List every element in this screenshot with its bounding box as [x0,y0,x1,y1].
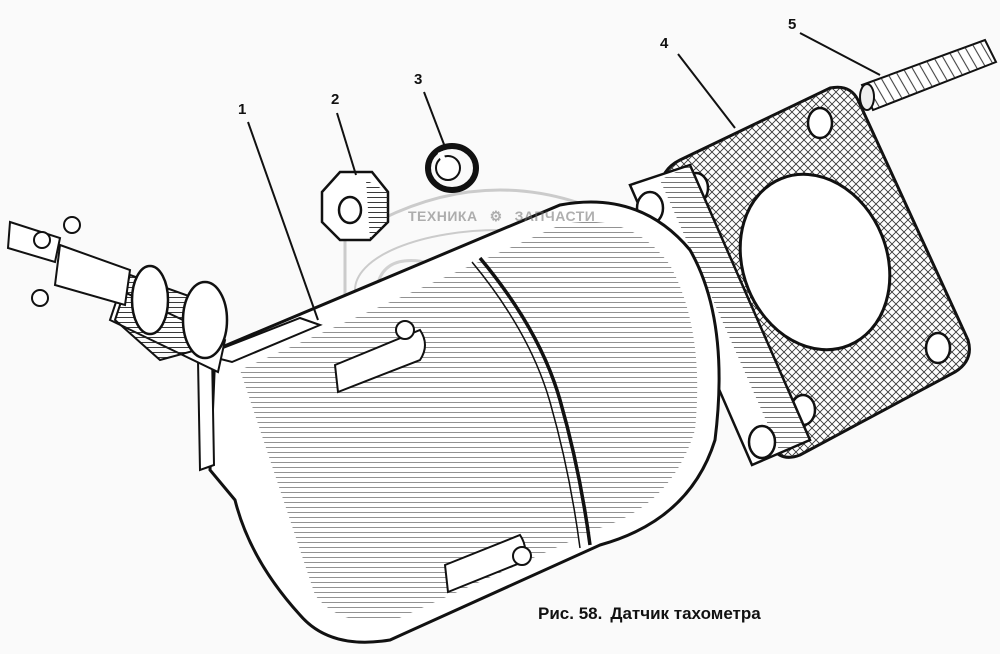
leader-lines [247,32,881,321]
connector-part [6,216,229,374]
leader-line-3 [423,91,446,148]
leader-line-2 [336,112,357,176]
figure-caption: Рис. 58. Датчик тахометра [538,604,761,624]
callout-5: 5 [788,16,797,33]
callout-2: 2 [331,91,340,108]
callout-4: 4 [660,35,669,52]
watermark-text-right: ЗАПЧАСТИ [514,208,596,224]
stud-part [859,38,998,112]
hex-nut-part [320,170,390,242]
callout-3: 3 [414,71,423,88]
leader-line-5 [799,32,881,76]
watermark-text: ТЕХНИКА ⚙ ЗАПЧАСТИ [408,208,595,225]
gear-icon: ⚙ [489,208,503,224]
caption-prefix: Рис. 58. [538,604,603,623]
caption-title: Датчик тахометра [610,604,761,623]
leader-line-1 [247,121,319,321]
spring-washer-part [425,143,479,193]
watermark-text-left: ТЕХНИКА [408,208,478,224]
leader-line-4 [677,53,736,129]
sensor-body-part [196,200,721,644]
callout-1: 1 [238,101,247,118]
